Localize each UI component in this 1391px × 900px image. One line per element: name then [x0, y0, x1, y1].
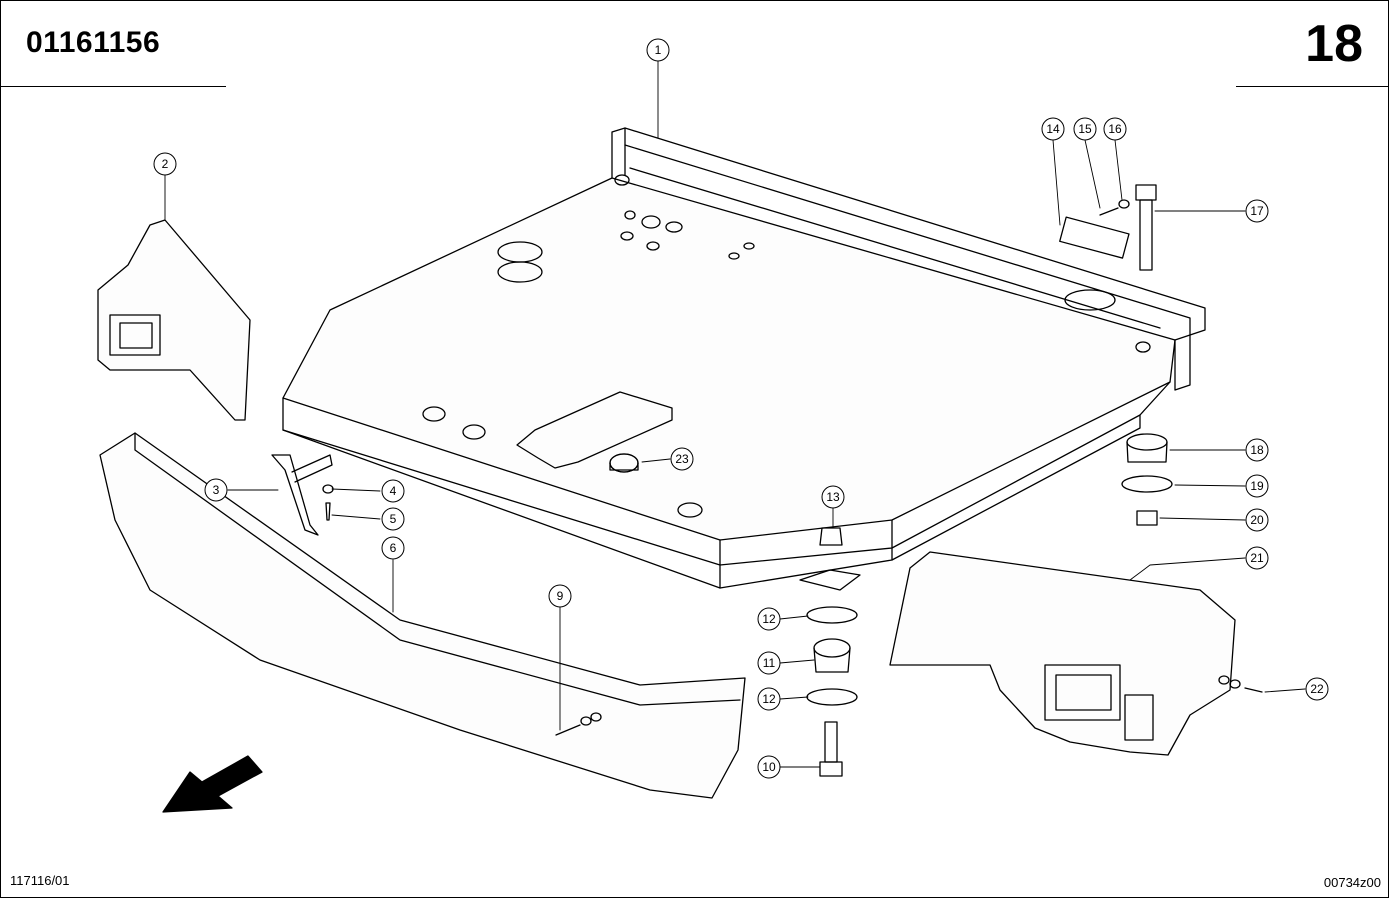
- callout-13: 13: [821, 485, 845, 509]
- svg-text:22: 22: [1310, 682, 1324, 696]
- svg-text:3: 3: [213, 483, 220, 497]
- callout-20: 20: [1245, 508, 1269, 532]
- floor-plate: [282, 127, 1206, 589]
- left-corner-panel: [97, 219, 251, 421]
- callout-10: 10: [757, 755, 781, 779]
- callout-9: 9: [548, 584, 572, 608]
- header-rule-left: [0, 86, 226, 87]
- callout-17: 17: [1245, 199, 1269, 223]
- callout-5: 5: [381, 507, 405, 531]
- leader-lines: [164, 59, 1306, 768]
- plug: [609, 453, 639, 473]
- drawing-code-right: 00734z00: [1323, 875, 1381, 890]
- bracket: [271, 454, 333, 536]
- svg-text:4: 4: [390, 484, 397, 498]
- svg-text:20: 20: [1250, 513, 1264, 527]
- small-hardware: [322, 199, 1263, 736]
- svg-text:21: 21: [1250, 551, 1264, 565]
- callout-12-lower: 12: [757, 687, 781, 711]
- drawing-code-left: 117116/01: [10, 873, 70, 888]
- callout-11: 11: [757, 651, 781, 675]
- svg-text:15: 15: [1078, 122, 1092, 136]
- direction-arrow: [162, 755, 263, 813]
- svg-text:12: 12: [762, 612, 776, 626]
- svg-text:5: 5: [390, 512, 397, 526]
- svg-text:6: 6: [390, 541, 397, 555]
- callout-22: 22: [1305, 677, 1329, 701]
- callout-16: 16: [1103, 117, 1127, 141]
- svg-text:10: 10: [762, 760, 776, 774]
- svg-text:23: 23: [675, 452, 689, 466]
- right-mount-stack: [1121, 184, 1173, 526]
- header-rule-right: [1236, 86, 1389, 87]
- right-corner-panel: [889, 551, 1236, 756]
- callout-12-upper: 12: [757, 607, 781, 631]
- callout-15: 15: [1073, 117, 1097, 141]
- svg-text:9: 9: [557, 589, 564, 603]
- svg-text:16: 16: [1108, 122, 1122, 136]
- svg-text:2: 2: [162, 157, 169, 171]
- callout-21: 21: [1245, 546, 1269, 570]
- callout-19: 19: [1245, 474, 1269, 498]
- callout-3: 3: [204, 478, 228, 502]
- svg-text:11: 11: [763, 656, 776, 670]
- callout-4: 4: [381, 479, 405, 503]
- svg-text:18: 18: [1250, 443, 1264, 457]
- part-number: 01161156: [26, 26, 161, 59]
- sheet-number: 18: [1305, 15, 1363, 73]
- svg-text:1: 1: [655, 43, 662, 57]
- svg-text:19: 19: [1250, 479, 1264, 493]
- front-bumper: [99, 432, 746, 799]
- svg-text:13: 13: [826, 490, 840, 504]
- callout-2: 2: [153, 152, 177, 176]
- callout-6: 6: [381, 536, 405, 560]
- callout-18: 18: [1245, 438, 1269, 462]
- center-mount-stack: [799, 527, 861, 777]
- svg-text:12: 12: [762, 692, 776, 706]
- svg-text:17: 17: [1250, 204, 1264, 218]
- svg-text:14: 14: [1046, 122, 1060, 136]
- callouts: 1 2 3 4 5 6 9 10 11 12 12 13 14 15 16 17…: [153, 38, 1329, 779]
- callout-23: 23: [670, 447, 694, 471]
- callout-14: 14: [1041, 117, 1065, 141]
- callout-1: 1: [646, 38, 670, 62]
